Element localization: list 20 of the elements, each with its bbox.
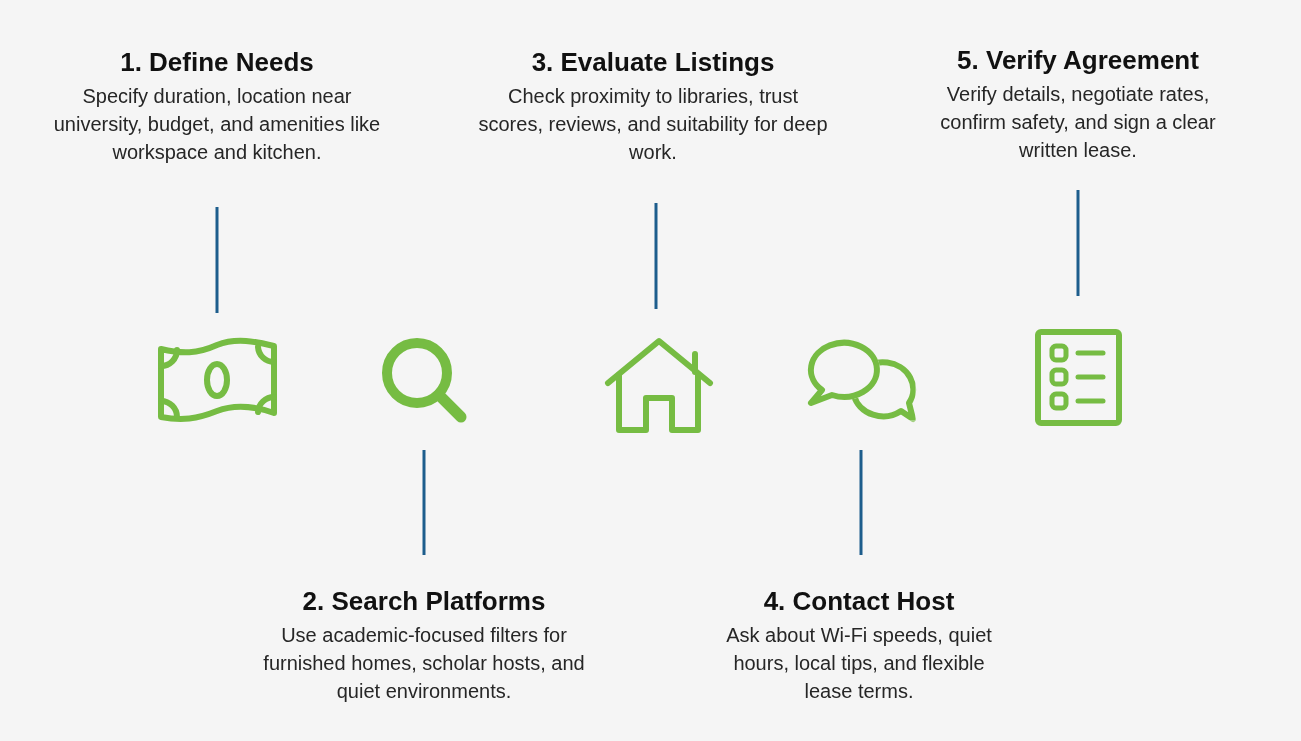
step-description: Specify duration, location near university, budget, and amenities like workspace and kitchen. [52, 84, 382, 165]
connector-line [1076, 190, 1080, 296]
step-description: Verify details, negotiate rates, confirm safety, and sign a clear written lease. [939, 82, 1217, 163]
step-heading: 4. Contact Host [763, 586, 955, 616]
step-heading: 1. Define Needs [120, 47, 314, 77]
connector-line [215, 207, 219, 313]
connector-line [654, 203, 658, 309]
step-heading: 3. Evaluate Listings [531, 47, 775, 77]
step-heading: 2. Search Platforms [302, 586, 546, 616]
step-description: Use academic-focused filters for furnished homes, scholar hosts, and quiet environments. [262, 623, 586, 704]
step-description: Check proximity to libraries, trust scores, reviews, and suitability for deep work. [477, 84, 829, 165]
connector-line [422, 450, 426, 555]
banknote-icon [157, 338, 278, 424]
speech-bubbles-icon [806, 337, 918, 423]
search-icon [381, 337, 468, 424]
step-description: Ask about Wi-Fi speeds, quiet hours, local tips, and flexible lease terms. [725, 623, 993, 704]
step-heading: 5. Verify Agreement [957, 45, 1199, 75]
checklist-icon [1035, 329, 1122, 426]
house-icon [605, 337, 713, 433]
connector-line [859, 450, 863, 555]
